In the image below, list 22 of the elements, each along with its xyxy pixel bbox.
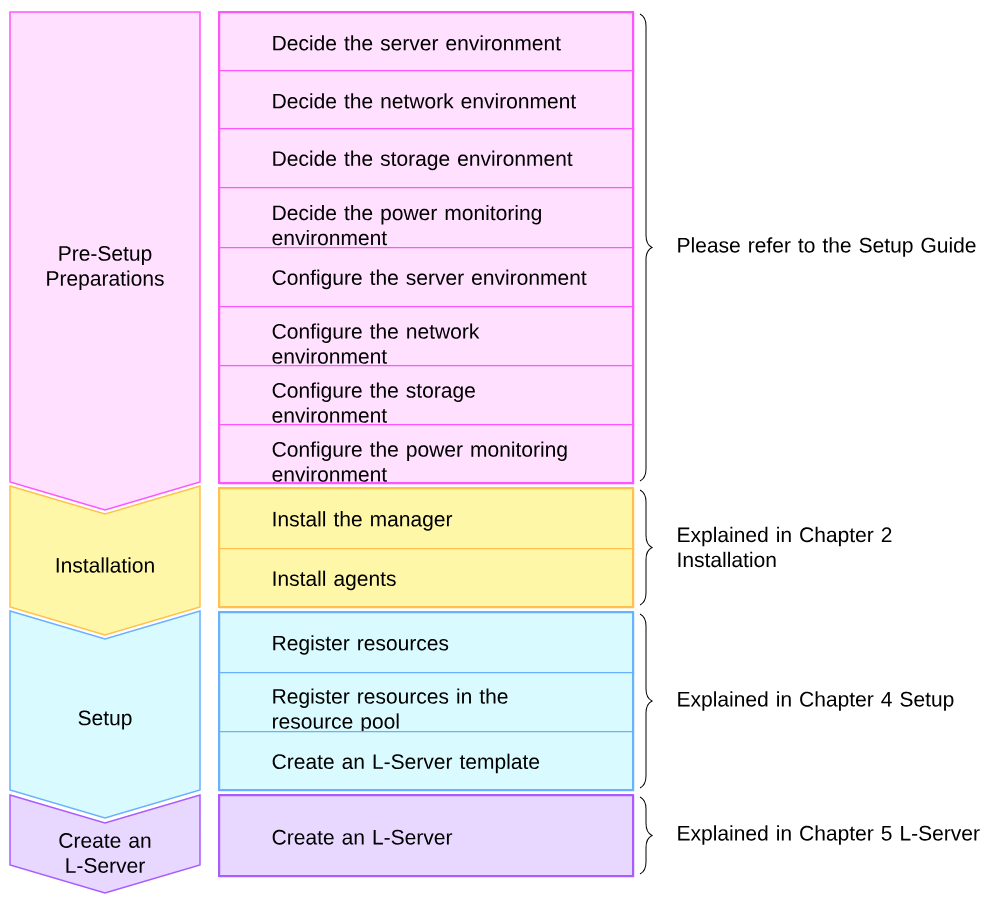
note-text: Please refer to the Setup Guide — [678, 237, 976, 257]
stage-band: Create an L-Server — [9, 794, 201, 894]
step-box: Decide the server environment — [219, 12, 635, 72]
step-box: Decide the power monitoring environment — [219, 187, 635, 249]
step-box: Register resources — [219, 612, 635, 674]
step-box: Register resources in the resource pool — [219, 672, 635, 733]
step-box: Configure the power monitoring environment — [219, 424, 635, 485]
stage-band: Setup — [9, 610, 201, 819]
step-box: Install the manager — [219, 488, 635, 550]
step-box: Decide the network environment — [219, 70, 635, 130]
stage-band: Pre-Setup Preparations — [9, 11, 201, 511]
note-text: Explained in Chapter 2 Installation — [678, 526, 892, 568]
step-box: Create an L-Server template — [219, 731, 635, 792]
step-box: Install agents — [219, 548, 635, 609]
step-box: Configure the server environment — [219, 247, 635, 308]
step-box: Create an L-Server — [219, 795, 635, 878]
note-text: Explained in Chapter 5 L-Server — [678, 825, 980, 845]
stage-band: Installation — [9, 485, 201, 636]
step-box: Configure the network environment — [219, 306, 635, 367]
step-box: Decide the storage environment — [219, 128, 635, 189]
step-box: Configure the storage environment — [219, 365, 635, 426]
note-text: Explained in Chapter 4 Setup — [678, 691, 954, 711]
